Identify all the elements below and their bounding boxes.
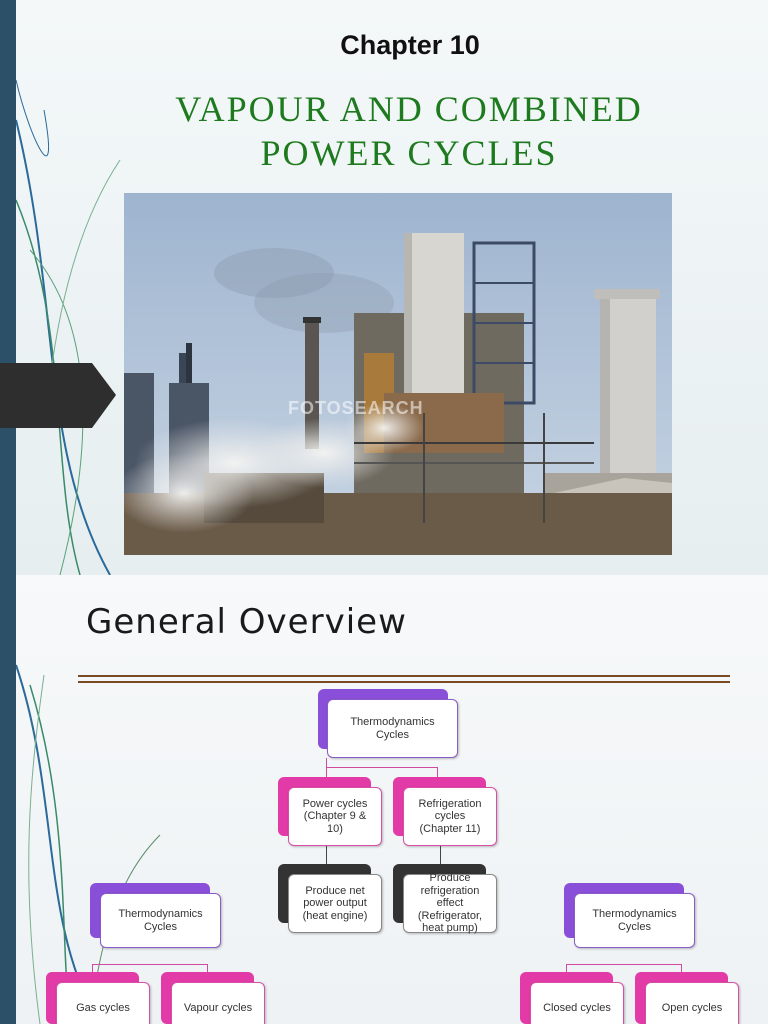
tree-connector [326,758,327,768]
tree-connector [326,767,327,777]
photo-watermark: FOTOSEARCH [288,398,424,418]
tree-connector [92,964,93,972]
sidebar-accent [0,0,16,575]
tree-root-node: Thermodynamics Cycles [100,893,221,948]
tree-node-refrigeration-cycles: Refrigeration cycles (Chapter 11) [403,787,497,846]
tree-node-power-cycles: Power cycles (Chapter 9 & 10) [288,787,382,846]
tree-connector [566,964,567,972]
tree-node-closed-cycles: Closed cycles [530,982,624,1024]
tree-node-open-cycles: Open cycles [645,982,739,1024]
slide-title-line-1: VAPOUR AND COMBINED [175,89,643,129]
heading-divider [78,681,730,683]
title-slide: Chapter 10 VAPOUR AND COMBINED POWER CYC… [0,0,768,575]
tree-root-node: Thermodynamics Cycles [327,699,458,758]
arrow-tab [0,363,116,428]
tree-connector [326,846,327,864]
tree-node-refrigeration-description: Produce refrigeration effect (Refrigerat… [403,872,497,934]
tree-connector [326,767,438,768]
tree-connector [440,846,441,864]
power-plant-photo [124,193,672,555]
sidebar-accent [0,575,16,1024]
slide-heading: General Overview [86,602,407,642]
tree-node-gas-cycles: Gas cycles [56,982,150,1024]
tree-connector [207,964,208,972]
tree-node-vapour-cycles: Vapour cycles [171,982,265,1024]
tree-connector [681,964,682,972]
tree-connector [437,767,438,777]
tree-connector [566,964,682,965]
overview-slide: General Overview Thermodynamics Cycles P… [0,575,768,1024]
slide-title-line-2: POWER CYCLES [260,133,558,173]
heading-divider [78,675,730,677]
tree-root-node: Thermodynamics Cycles [574,893,695,948]
chapter-label: Chapter 10 [340,30,480,60]
tree-node-power-description: Produce net power output (heat engine) [288,874,382,933]
decorative-curves [15,664,161,1024]
tree-connector [92,964,208,965]
